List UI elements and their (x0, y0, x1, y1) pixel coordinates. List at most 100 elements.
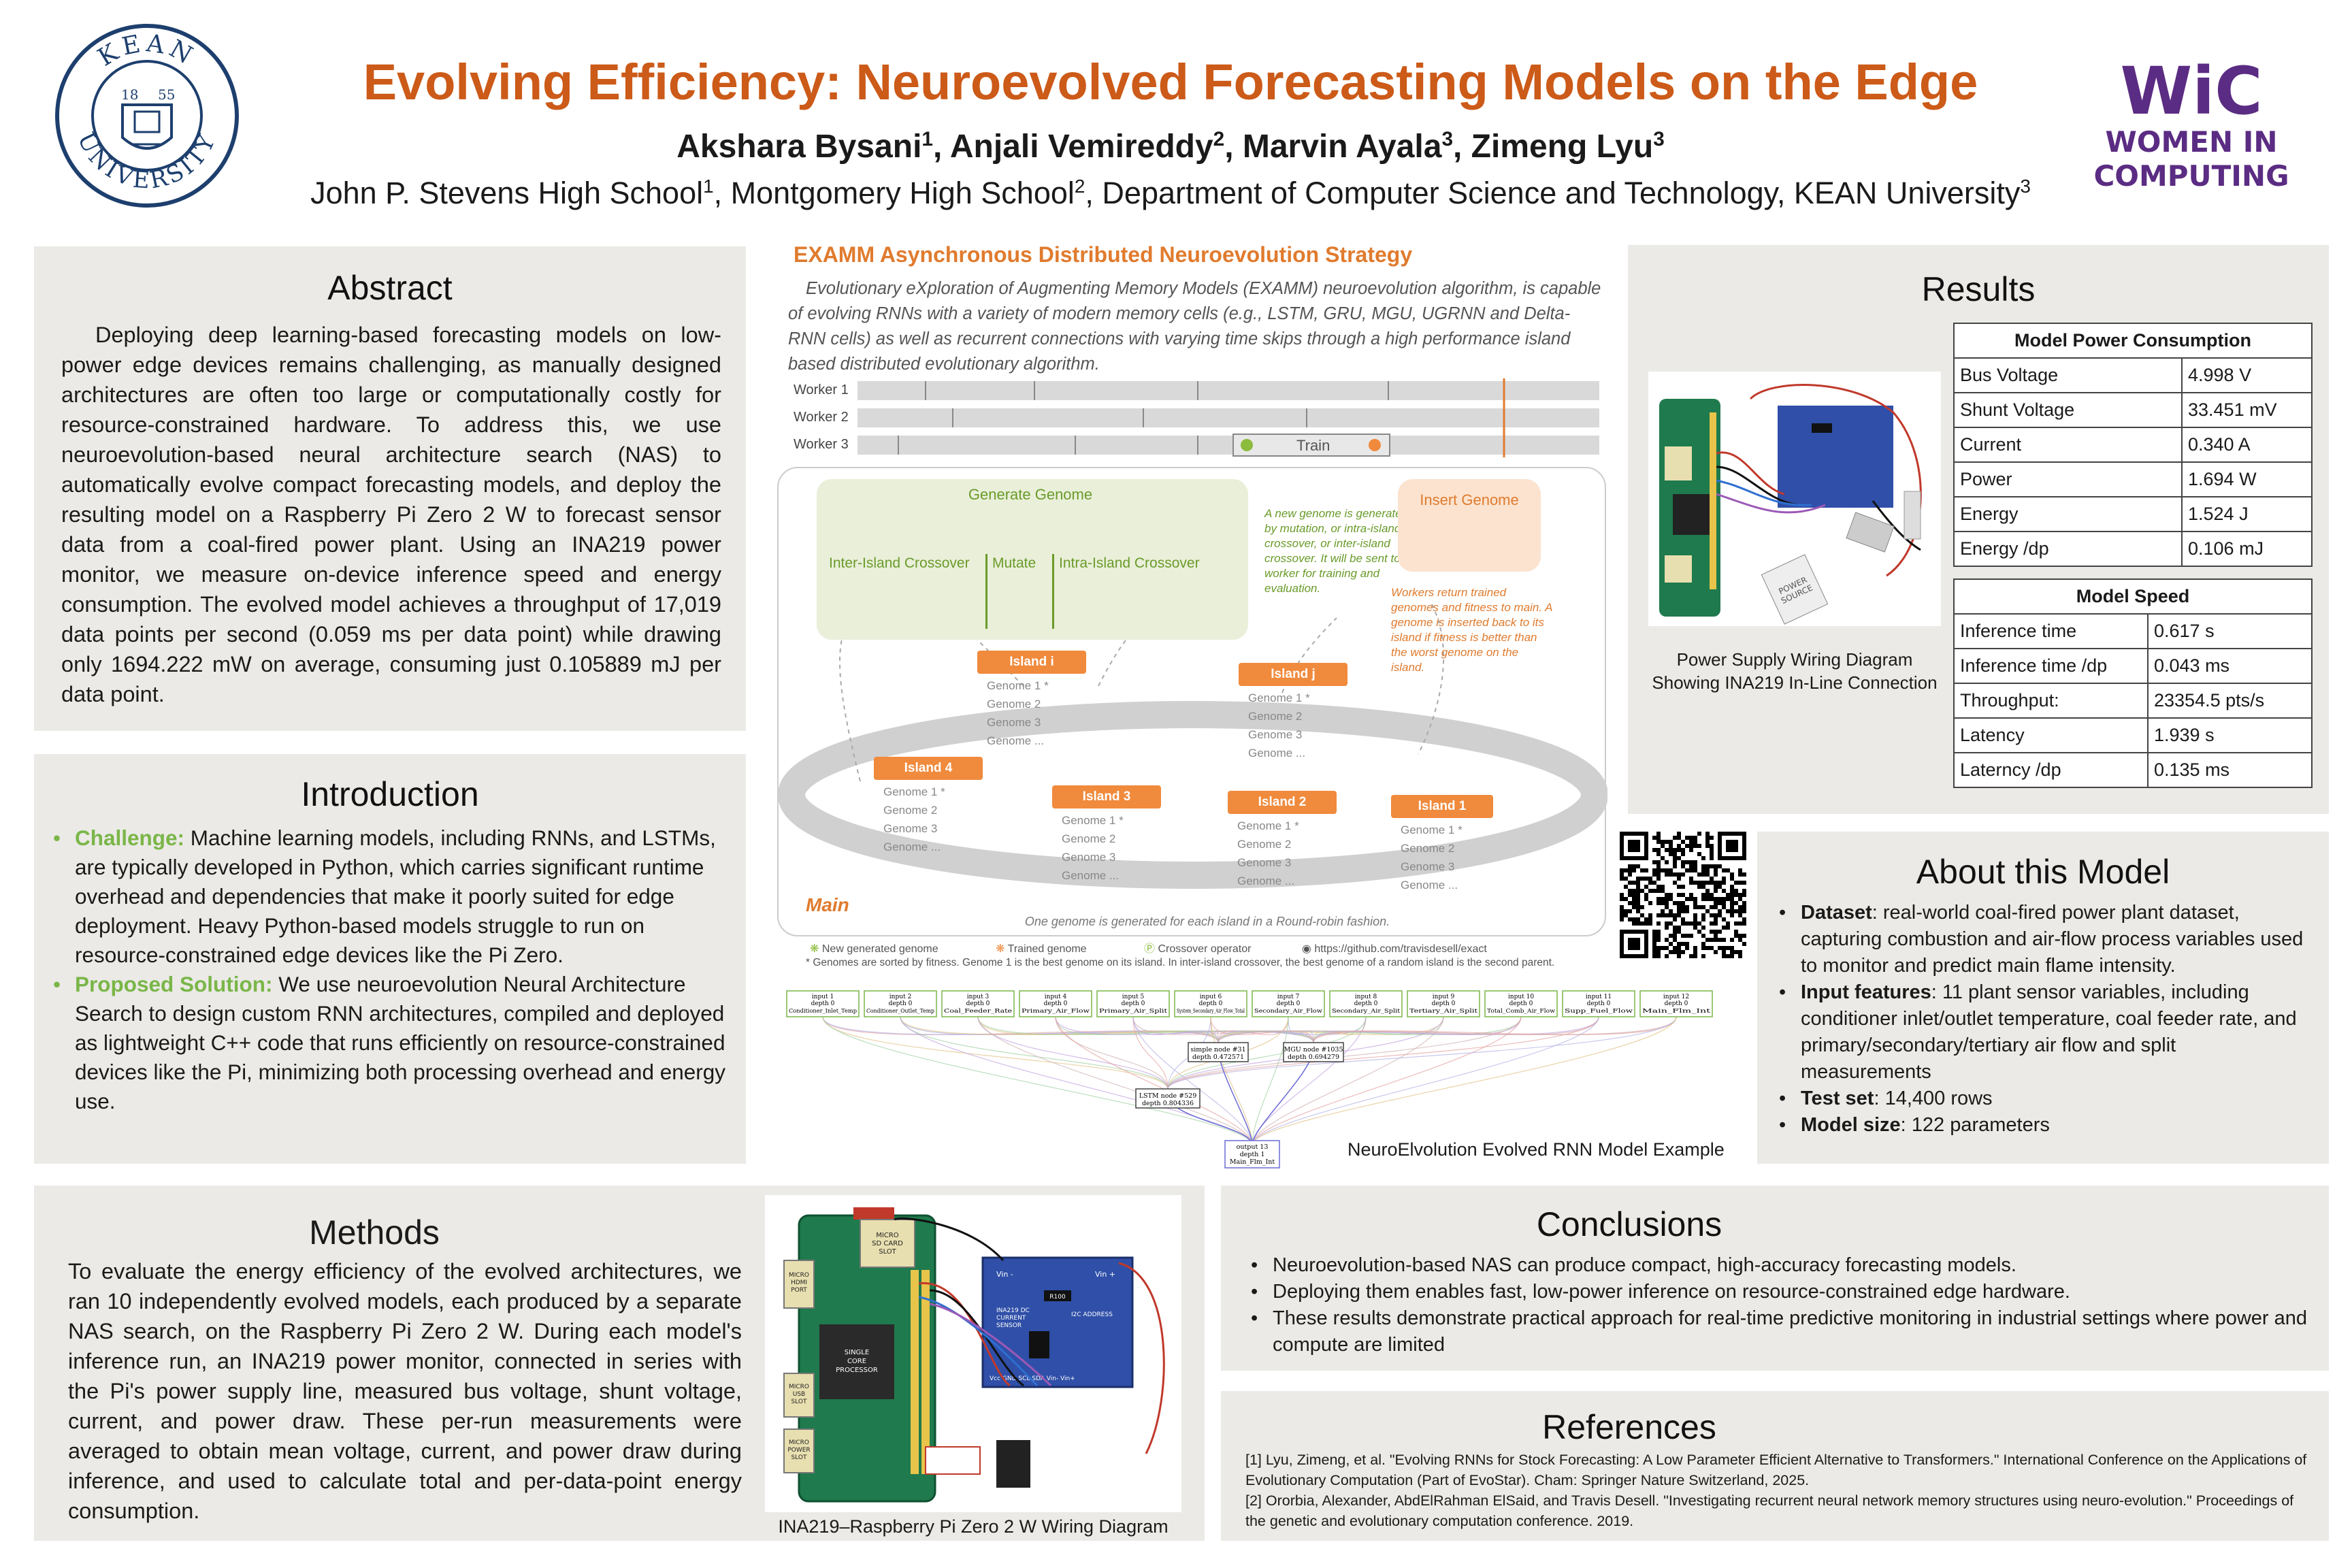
mutate-label: Mutate (992, 555, 1036, 571)
list-item: Neuroevolution-based NAS can produce com… (1251, 1252, 2313, 1279)
rnn-input-label: Conditioner_Outlet_Temp (866, 1008, 935, 1015)
rnn-input-node (1562, 990, 1635, 1017)
list-item: Input features: 11 plant sensor variable… (1779, 979, 2310, 1085)
table-title: Model Speed (1953, 578, 2313, 615)
about-list: Dataset: real-world coal-fired power pla… (1779, 900, 2310, 1139)
rnn-node-label: depth 1 (1240, 1151, 1265, 1158)
rnn-edge (1055, 1016, 1169, 1090)
examm-footnote: * Genomes are sorted by fitness. Genome … (806, 957, 1555, 968)
legend-green-icon: ❋ (810, 943, 819, 955)
rnn-input-label: Tertiary_Air_Split (1409, 1008, 1478, 1015)
rnn-hidden-node (1188, 1042, 1249, 1062)
introduction-panel: Introduction Challenge: Machine learning… (34, 754, 746, 1164)
list-item: These results demonstrate practical appr… (1251, 1305, 2313, 1358)
about-panel: About this Model Dataset: real-world coa… (1757, 832, 2329, 1164)
rnn-edge (977, 1016, 1314, 1043)
rnn-edge (1218, 1016, 1677, 1043)
rnn-node-label: depth 0.694279 (1288, 1054, 1339, 1061)
crossover-icon: Ⓟ (1144, 943, 1156, 955)
rnn-edge (1210, 1016, 1314, 1043)
rnn-edge (977, 1016, 1219, 1043)
worker-label: Worker 3 (794, 437, 849, 452)
rnn-input-node (1407, 990, 1480, 1017)
rnn-node-label: output 13 (1237, 1143, 1269, 1151)
rnn-input-label: Primary_Air_Split (1099, 1008, 1168, 1015)
rnn-input-label: depth 0 (966, 1000, 990, 1007)
examm-main-diagram: Generate Genome Inter-Island Crossover M… (777, 467, 1607, 936)
worker-label: Worker 1 (794, 382, 849, 397)
rnn-hidden-node (1135, 1088, 1200, 1109)
section-heading: References (1542, 1408, 1716, 1446)
rnn-input-label: depth 0 (1354, 1000, 1378, 1007)
rnn-input-label: input 6 (1200, 994, 1222, 1000)
rnn-input-node (1096, 990, 1170, 1017)
section-heading: About this Model (1916, 853, 2170, 891)
author: Akshara Bysani (676, 129, 922, 165)
svg-text:Vin -: Vin - (996, 1270, 1013, 1279)
worker-label: Worker 2 (794, 410, 849, 425)
svg-text:R100: R100 (1049, 1294, 1066, 1301)
rnn-node-label: MGU node #1035 (1284, 1046, 1343, 1054)
rnn-edge (1210, 1016, 1219, 1043)
svg-text:Vin +: Vin + (1095, 1270, 1115, 1279)
rnn-edge (1132, 1016, 1169, 1090)
rnn-input-node (1174, 990, 1247, 1017)
table-title: Model Power Consumption (1953, 323, 2313, 359)
rnn-edge (822, 1016, 1253, 1145)
affiliation-list: John P. Stevens High School1, Montgomery… (310, 176, 2031, 210)
power-supply-diagram: POWERSOURCE (1648, 372, 1941, 626)
insert-note: Workers return trained genomes and fitne… (1391, 586, 1552, 674)
rnn-input-node (1639, 990, 1713, 1017)
rnn-input-label: Total_Comb_Air_Flow (1487, 1008, 1556, 1015)
rnn-edge (1218, 1016, 1289, 1043)
rnn-edge (1132, 1016, 1219, 1043)
rnn-input-label: Supp_Fuel_Flow (1565, 1008, 1633, 1015)
methods-panel: Methods To evaluate the energy efficienc… (34, 1186, 1205, 1541)
rnn-edge (1167, 1016, 1599, 1090)
author: Marvin Ayala (1242, 129, 1442, 165)
rnn-edge (1313, 1016, 1444, 1043)
rnn-edge (1167, 1016, 1677, 1090)
rnn-input-label: depth 0 (889, 1000, 913, 1007)
rnn-edge (822, 1016, 1314, 1043)
rnn-input-label: depth 0 (1199, 1000, 1223, 1007)
rnn-edge (1055, 1016, 1314, 1043)
rnn-input-label: depth 0 (1587, 1000, 1611, 1007)
list-item: Challenge: Machine learning models, incl… (53, 823, 734, 970)
section-heading: Introduction (301, 775, 479, 813)
conclusions-list: Neuroevolution-based NAS can produce com… (1251, 1252, 2313, 1358)
rnn-edge (1218, 1016, 1599, 1043)
references-list: [1] Lyu, Zimeng, et al. "Evolving RNNs f… (1245, 1450, 2307, 1531)
qr-code (1620, 832, 1746, 958)
rnn-input-label: depth 0 (811, 1000, 835, 1007)
rnn-edge (1313, 1016, 1522, 1043)
rnn-node-label: depth 0.804336 (1142, 1100, 1194, 1107)
main-label: Main (806, 894, 849, 915)
rnn-input-node (1484, 990, 1558, 1017)
insert-genome-label: Insert Genome (1420, 491, 1519, 508)
wic-logo: WiC WOMEN IN COMPUTING (2093, 53, 2289, 193)
rnn-input-label: Main_Flm_Int (1642, 1008, 1711, 1015)
reference-item: [2] Ororbia, Alexander, AbdElRahman ElSa… (1245, 1492, 2294, 1529)
author-list: Akshara Bysani1, Anjali Vemireddy2, Marv… (676, 128, 1665, 165)
rnn-edge (900, 1016, 1253, 1145)
divider (985, 554, 987, 629)
abstract-panel: Abstract Deploying deep learning-based f… (34, 246, 746, 731)
rnn-input-label: input 12 (1663, 994, 1689, 1000)
examm-description: Evolutionary eXploration of Augmenting M… (788, 279, 1601, 374)
worker-timelines: Worker 1 Worker 2 Worker 3 Train (789, 378, 1606, 460)
svg-text:18: 18 (121, 86, 138, 103)
section-heading: Methods (309, 1213, 440, 1252)
affiliation: Montgomery High School (730, 176, 1075, 210)
svg-text:55: 55 (158, 86, 175, 103)
